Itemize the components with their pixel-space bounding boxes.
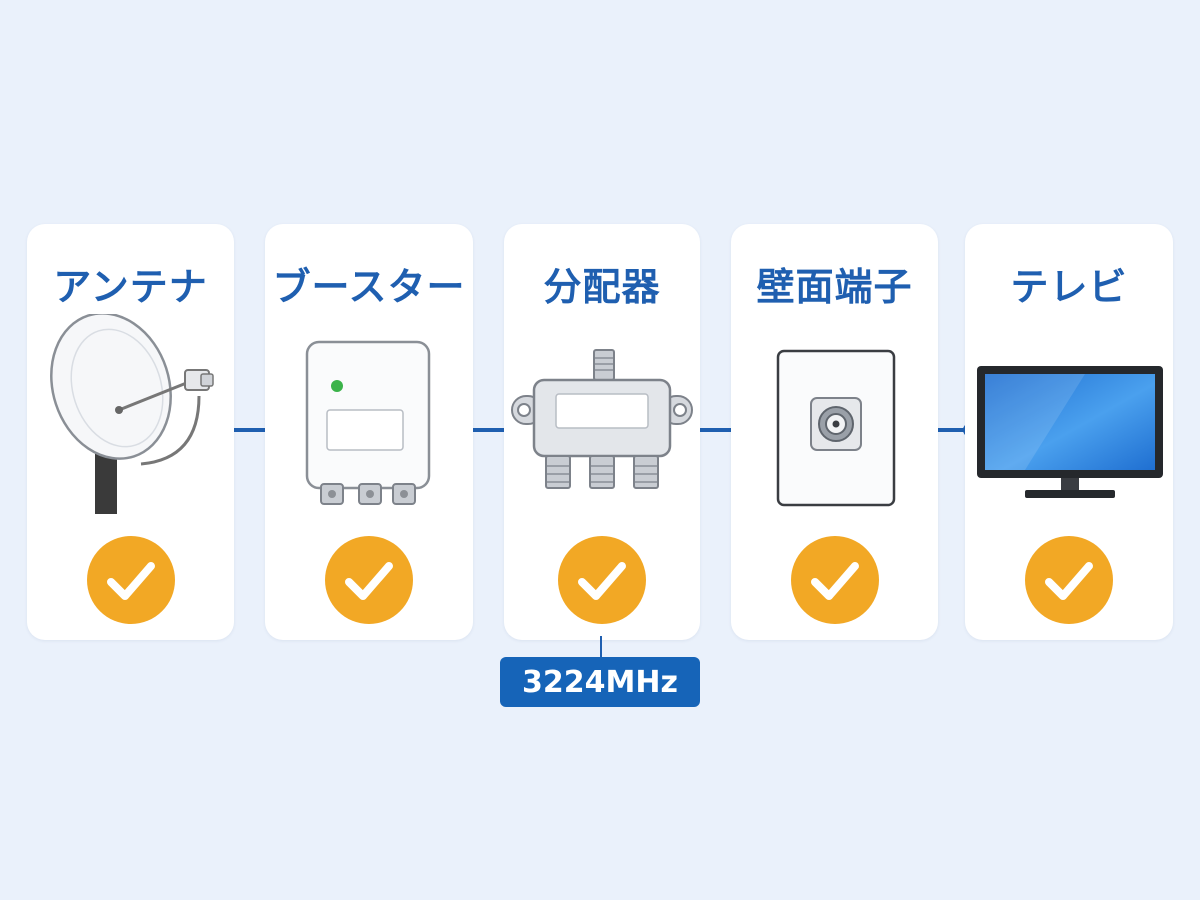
check-icon <box>790 536 879 624</box>
check-icon <box>325 536 413 624</box>
check-icon <box>558 536 646 624</box>
check-icon <box>86 536 175 624</box>
card-title: 壁面端子 <box>756 265 913 309</box>
card-splitter: 分配器 <box>504 224 700 640</box>
card-booster: ブースター <box>265 224 473 640</box>
frequency-badge: 3224MHz <box>500 657 700 707</box>
check-icon <box>1025 536 1113 624</box>
television-icon <box>977 366 1163 498</box>
frequency-badge-pointer <box>600 636 602 658</box>
card-title: テレビ <box>1010 265 1128 309</box>
card-title: 分配器 <box>543 265 661 309</box>
wall-outlet-icon <box>776 349 896 507</box>
card-title: アンテナ <box>53 265 208 309</box>
card-title: ブースター <box>272 265 466 309</box>
card-antenna: アンテナ <box>27 224 234 640</box>
satellite-dish-icon <box>50 314 214 514</box>
card-television: テレビ <box>965 224 1173 640</box>
card-wall-outlet: 壁面端子 <box>731 224 938 640</box>
booster-amplifier-icon <box>305 340 431 505</box>
splitter-icon <box>511 349 693 489</box>
